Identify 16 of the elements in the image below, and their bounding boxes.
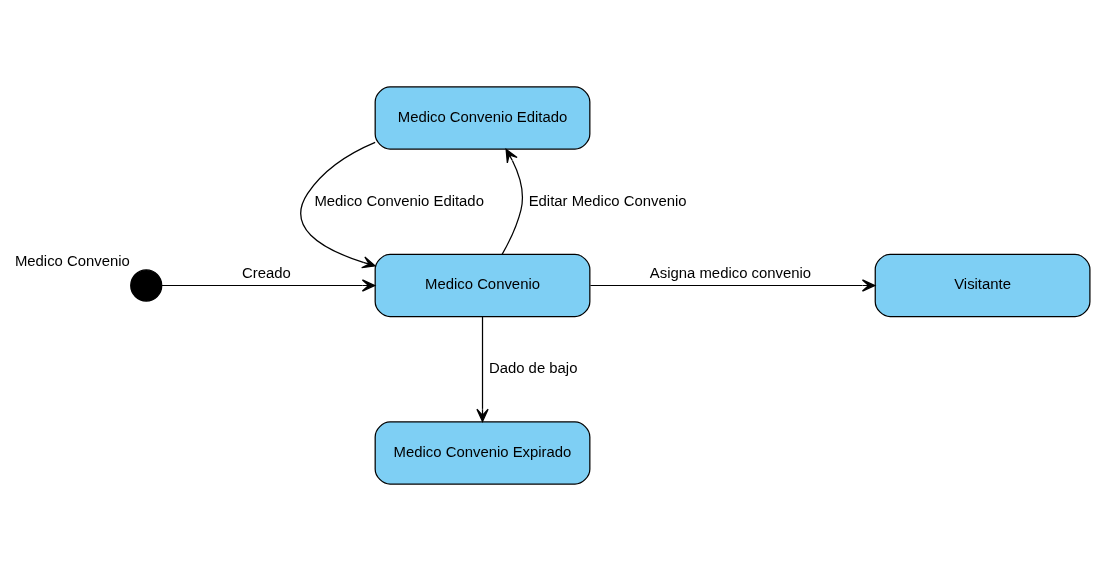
- edge-label: Medico Convenio Editado: [314, 192, 484, 209]
- edge-label: Editar Medico Convenio: [528, 192, 687, 209]
- edge-label: Asigna medico convenio: [649, 264, 812, 281]
- node-box: Visitante: [874, 253, 1091, 317]
- node-box: Medico Convenio Expirado: [374, 420, 591, 485]
- arrow: [161, 278, 376, 292]
- arrow: [476, 315, 489, 422]
- edge-label: Dado de bajo: [488, 359, 578, 376]
- arrow: [300, 141, 376, 268]
- node-label: Medico Convenio: [14, 252, 130, 269]
- edge-label: Creado: [242, 264, 291, 281]
- arrow: [501, 148, 524, 255]
- node-circle: [130, 268, 163, 302]
- node-box: Medico Convenio: [374, 253, 591, 317]
- arrow: [589, 278, 876, 292]
- node-box: Medico Convenio Editado: [374, 85, 591, 150]
